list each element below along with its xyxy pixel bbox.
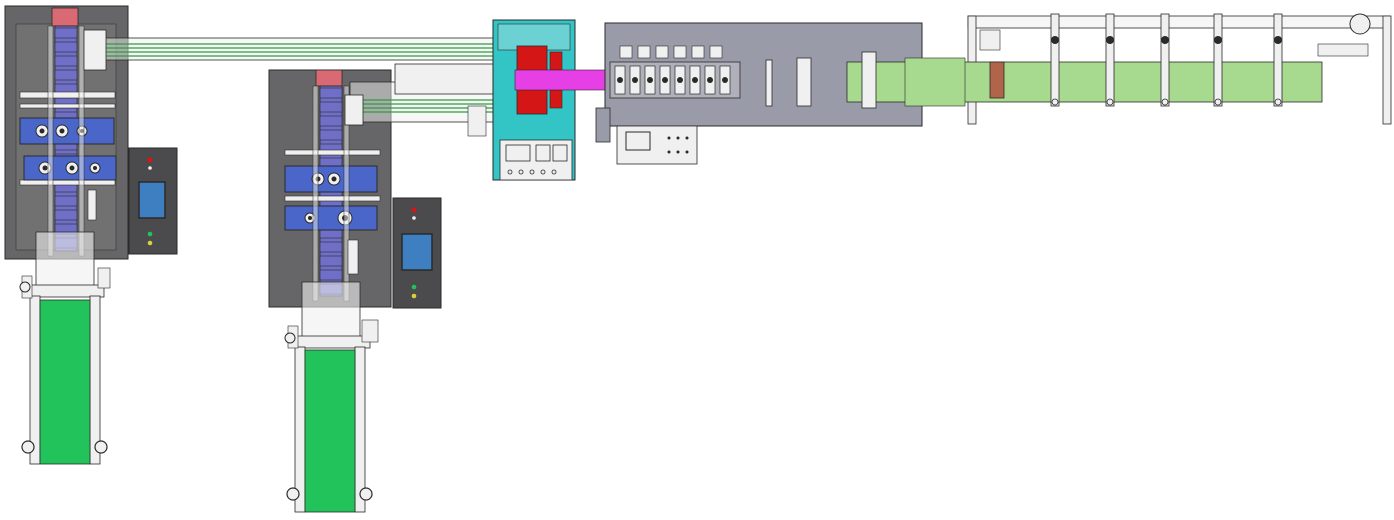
merge-red-block-lower [516, 87, 548, 115]
line1-pink-cap [51, 7, 79, 27]
line2-screen-icon [401, 233, 433, 271]
line1-conveyor-belt [39, 299, 91, 465]
line2-indicator-green-icon [411, 284, 417, 290]
line2-conveyor-belt [304, 349, 356, 513]
line1-indicator-green-icon [147, 231, 153, 237]
line1-indicator-yellow-icon [147, 240, 153, 246]
line2-pink-cap [315, 69, 343, 87]
merge-red-block-upper [516, 45, 548, 73]
line2-indicator-yellow-icon [411, 293, 417, 299]
line2-control-cabinet [392, 197, 442, 309]
line2-blue-module-lower [284, 205, 378, 231]
line2-green-conveyor [284, 281, 379, 513]
line2-indicator-red-icon [411, 207, 417, 213]
merge-station [492, 19, 611, 181]
merge-magenta-chute [514, 69, 611, 91]
line1-green-conveyor [19, 231, 111, 465]
line1-indicator-red-icon [147, 157, 153, 163]
line1-control-cabinet [128, 147, 178, 255]
output-brown-stop [989, 61, 1005, 99]
transfer-rails [83, 29, 501, 137]
line1-screen-icon [138, 181, 166, 219]
output-conveyor [846, 13, 1392, 125]
